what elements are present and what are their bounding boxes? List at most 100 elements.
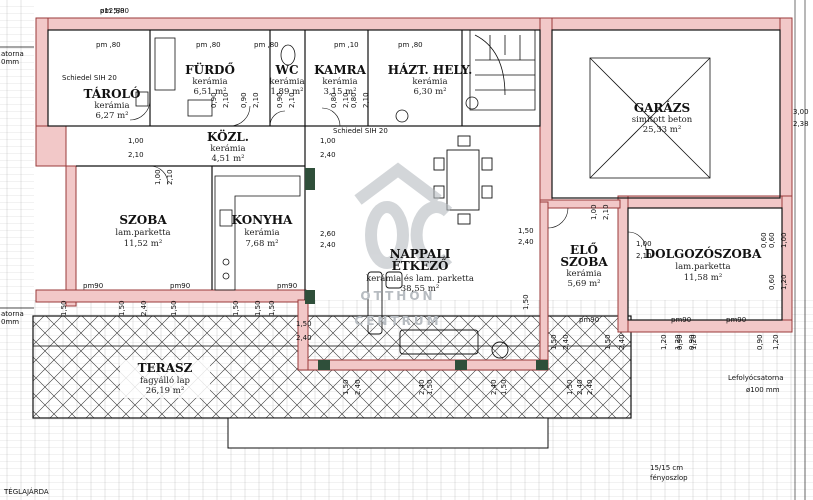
walls: [35, 17, 793, 371]
dimension-label: 2,10: [288, 92, 296, 108]
room-floor: kerámia: [322, 76, 357, 87]
dimension-label: 1,50: [550, 334, 558, 350]
room-floor: kerámia: [566, 268, 601, 279]
door-swings: [129, 99, 647, 251]
dimension-label: 1,20: [674, 334, 682, 350]
room-name: FÜRDŐ: [185, 61, 235, 77]
chimney-note-2: Schiedel SIH 20: [333, 127, 388, 135]
room-area: 11,58 m²: [684, 273, 723, 283]
dimension-label: 1,50: [604, 334, 612, 350]
dimension-label: 1,50: [566, 379, 574, 395]
room-area: 26,19 m²: [146, 386, 185, 396]
kitchen-counter: [214, 175, 301, 291]
dimension-label: pm90: [671, 316, 691, 324]
room-area: 4,51 m²: [211, 154, 244, 164]
room-tarolo: TÁROLÓ kerámia 6,27 m²: [84, 85, 141, 121]
room-name: ELŐ: [570, 242, 598, 257]
dimension-label: 1,20: [660, 334, 668, 350]
room-szoba: SZOBA lam.parketta 11,52 m²: [115, 213, 170, 249]
room-name: KAMRA: [314, 63, 367, 77]
interior-walls: [47, 29, 783, 321]
chimney-note-1: Schiedel SIH 20: [62, 74, 117, 82]
room-floor: kerámia: [94, 100, 129, 111]
dimension-label: 3,00: [793, 108, 809, 116]
room-nappali: NAPPALI ÉTKEZŐ kerámia és lam. parketta …: [366, 247, 474, 294]
dimension-label: 2,10: [252, 92, 260, 108]
room-floor: kerámia: [244, 227, 279, 238]
dimension-label: 1,50: [268, 300, 276, 316]
room-floor: kerámia: [269, 76, 304, 87]
dimension-label: 1,00: [780, 232, 788, 248]
dimension-label: 2,10: [636, 252, 652, 260]
dining-table: [433, 135, 493, 225]
dimension-label: 1,50: [60, 300, 68, 316]
dimension-label: 0,60: [768, 274, 776, 290]
room-name: HÁZT. HELY.: [388, 62, 473, 77]
dimension-label: 2,40: [518, 238, 534, 246]
room-floor: kerámia: [210, 143, 245, 154]
dimension-label: 0,90: [210, 92, 218, 108]
downpipe-label: Lefolyócsatorna: [728, 374, 784, 382]
dimension-label: 2,10: [342, 92, 350, 108]
dimension-label: 2,10: [222, 92, 230, 108]
bath-fixtures: [135, 37, 479, 123]
dimension-label: 2,40: [354, 379, 362, 395]
room-konyha: KONYHA kerámia 7,68 m²: [232, 213, 293, 249]
dimension-label: 0,80: [330, 92, 338, 108]
room-eloszoba: ELŐ SZOBA kerámia 5,69 m²: [560, 242, 608, 289]
dimension-label: 1,00: [320, 137, 336, 145]
dimension-label: pm ,80: [254, 41, 279, 49]
room-floor: kerámia és lam. parketta: [366, 273, 474, 284]
dimension-label: 1,50: [296, 320, 312, 328]
dimension-label: pm90: [170, 282, 190, 290]
room-area: 6,27 m²: [95, 111, 128, 121]
room-name: DOLGOZÓSZOBA: [645, 245, 762, 261]
watermark-logo: [354, 162, 453, 269]
dimension-label: 1,50: [342, 379, 350, 395]
dimension-label: 2,40: [296, 334, 312, 342]
room-area: 25,33 m²: [643, 125, 682, 135]
room-dolgozo: DOLGOZÓSZOBA lam.parketta 11,58 m²: [645, 245, 762, 283]
dimension-label: 2,38: [793, 120, 809, 128]
room-floor: kerámia: [412, 76, 447, 87]
room-floor: kerámia: [192, 76, 227, 87]
dimension-label: pm ,10: [334, 41, 359, 49]
room-terasz: TERASZ fagyálló lap 26,19 m²: [120, 360, 210, 398]
dimension-label: 2,40: [320, 241, 336, 249]
room-name: WC: [274, 63, 298, 77]
room-name: NAPPALI: [390, 247, 451, 261]
room-name-2: ÉTKEZŐ: [392, 258, 449, 273]
watermark-line2: CENTRUM: [354, 314, 441, 328]
dimension-label: 2,40: [418, 379, 426, 395]
room-floor: lam.parketta: [115, 228, 170, 238]
dimension-label: 0,90: [276, 92, 284, 108]
brick-paving-left: [0, 0, 34, 300]
dimension-label: pm ,80: [100, 7, 125, 15]
dimension-label: 1,20: [690, 334, 698, 350]
dimension-label: pm90: [83, 282, 103, 290]
dimension-label: pm ,80: [398, 41, 423, 49]
dimension-label: 1,50: [232, 300, 240, 316]
room-area: 1,89 m²: [270, 87, 303, 97]
room-garazs: GARÁZS simított beton 25,33 m²: [632, 100, 693, 135]
left-note-2: 0mm: [1, 58, 19, 66]
dimension-label: 0,90: [756, 334, 764, 350]
room-floor: lam.parketta: [675, 262, 730, 272]
room-name: TERASZ: [138, 361, 193, 375]
room-area: 6,51 m²: [193, 87, 226, 97]
dimension-label: 1,20: [772, 334, 780, 350]
sofa: [367, 271, 509, 359]
room-area: 3,15 m²: [323, 87, 356, 97]
columns: [305, 168, 548, 370]
dimension-label: 1,20: [780, 274, 788, 290]
room-floor: fagyálló lap: [140, 375, 191, 386]
watermark-line1: OTTHON: [360, 289, 435, 303]
dimension-label: 2,10: [128, 151, 144, 159]
dimension-label: pm90: [726, 316, 746, 324]
room-name: SZOBA: [119, 213, 167, 227]
dimension-label: 2,10: [362, 92, 370, 108]
dimension-label: 0,60: [760, 232, 768, 248]
dimension-label: 1,00: [154, 169, 162, 185]
